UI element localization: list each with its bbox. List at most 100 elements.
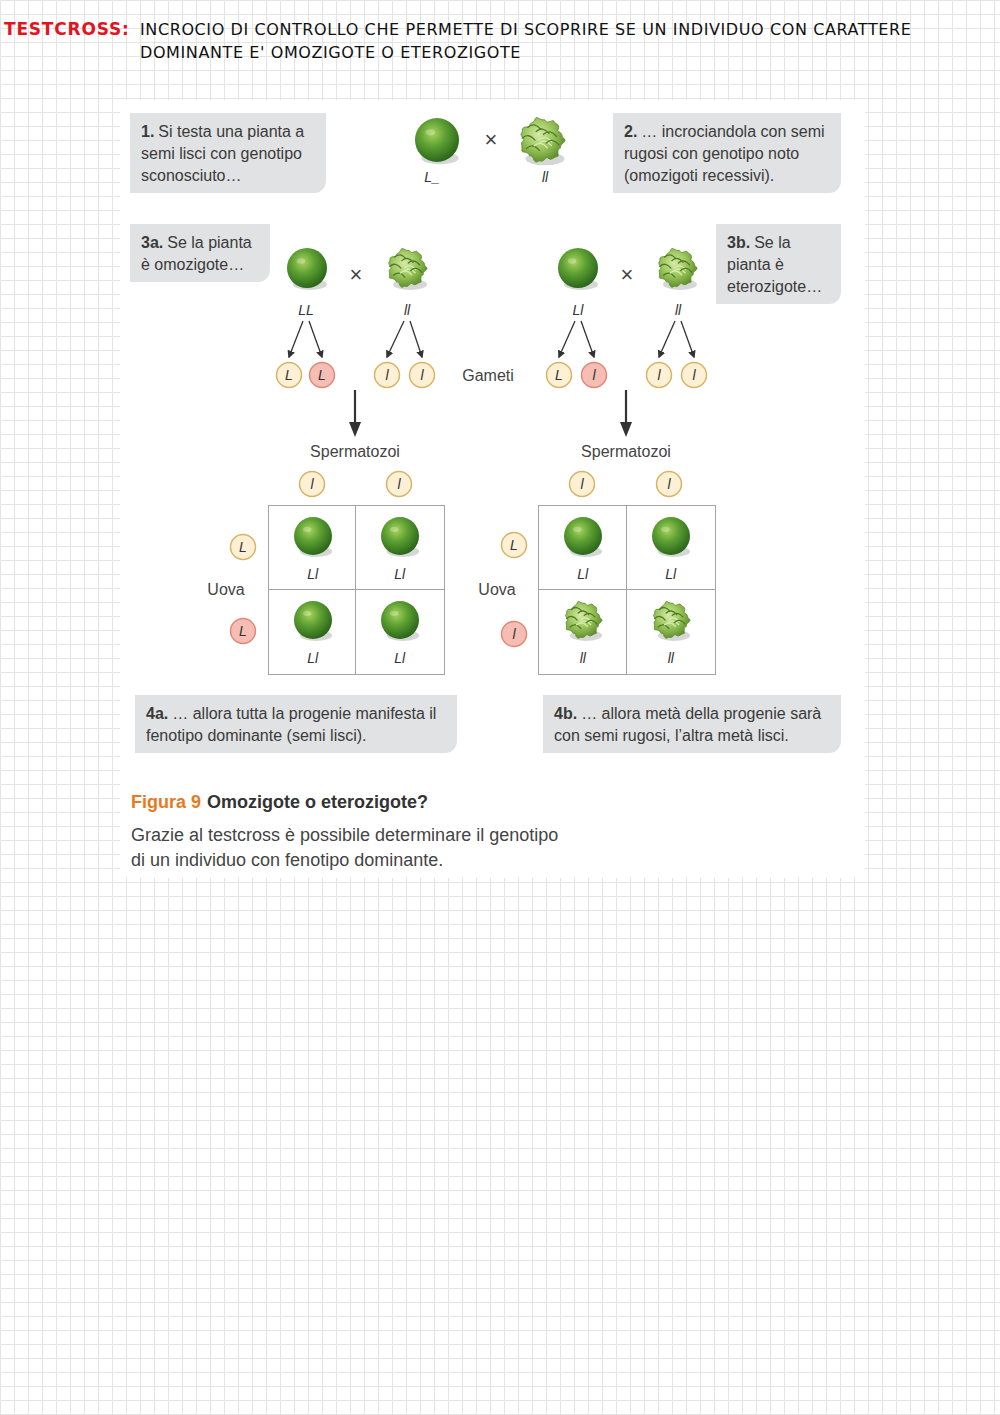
gamete-shape bbox=[657, 472, 682, 497]
pea-highlight bbox=[426, 129, 436, 135]
cell-pea bbox=[287, 512, 339, 562]
pea-wrinkle bbox=[527, 146, 540, 150]
cross-symbol: × bbox=[485, 127, 498, 153]
pea-wrinkle bbox=[546, 140, 559, 144]
pea-wrinkle bbox=[678, 261, 689, 265]
pea-wrinkle bbox=[674, 620, 685, 624]
pea-wrinkle bbox=[395, 255, 406, 259]
callout-number: 4b. bbox=[554, 705, 577, 722]
gamete-circle: l bbox=[385, 470, 413, 498]
genotype-label: L_ bbox=[424, 169, 440, 185]
page-title: TESTCROSS: bbox=[4, 19, 130, 39]
punnett-cell: Ll bbox=[355, 589, 445, 675]
pea bbox=[652, 517, 690, 557]
figure-title: Omozigote o eterozigote? bbox=[207, 792, 428, 813]
gamete-arrow bbox=[289, 321, 303, 357]
allele-label: ll bbox=[668, 650, 674, 666]
pea-wrinkle bbox=[681, 268, 692, 272]
smooth-pea bbox=[381, 517, 419, 555]
pea bbox=[294, 517, 332, 557]
pea-wrinkle bbox=[571, 607, 582, 611]
callout-text: … incrociandola con semi rugosi con geno… bbox=[624, 123, 825, 184]
figure-caption: Grazie al testcross è possibile determin… bbox=[131, 823, 561, 873]
pea bbox=[558, 248, 598, 290]
pea-wrinkle bbox=[522, 136, 535, 140]
allele-label: l bbox=[397, 476, 400, 492]
pea-wrinkle bbox=[566, 616, 577, 620]
gamete-shape bbox=[502, 622, 527, 647]
allele-label: L bbox=[239, 539, 247, 555]
cell-pea bbox=[645, 512, 697, 562]
allele-label: l bbox=[657, 367, 660, 383]
gamete-circle: L bbox=[545, 361, 573, 389]
cross-symbol: × bbox=[350, 262, 363, 288]
callout-box: 3a.Se la pianta è omozigote… bbox=[130, 224, 270, 282]
pea-wrinkle bbox=[584, 613, 595, 617]
gamete-shape bbox=[375, 363, 400, 388]
callout-number: 4a. bbox=[146, 705, 168, 722]
allele-label: Ll bbox=[307, 650, 318, 666]
gamete-arrow bbox=[581, 321, 594, 357]
gamete-shape bbox=[502, 533, 527, 558]
callout-box: 2.… incrociandola con semi rugosi con ge… bbox=[613, 113, 841, 193]
allele-label: l bbox=[667, 476, 670, 492]
gamete-circle: l bbox=[373, 361, 401, 389]
allele-label: l bbox=[420, 367, 423, 383]
pea bbox=[415, 118, 459, 164]
pea-wrinkle bbox=[664, 623, 675, 627]
allele-label: Ll bbox=[394, 650, 405, 666]
callout-box: 3b.Se la pianta è eterozigote… bbox=[716, 224, 841, 304]
pea bbox=[287, 248, 327, 290]
allele-label: Ll bbox=[577, 566, 588, 582]
pea-highlight bbox=[390, 527, 398, 532]
cell-pea bbox=[557, 512, 609, 562]
wrinkled-pea bbox=[521, 118, 565, 163]
smooth-pea bbox=[652, 517, 690, 555]
pea-wrinkle bbox=[665, 255, 676, 259]
pea-wrinkle bbox=[658, 625, 669, 629]
pea bbox=[564, 517, 602, 557]
cross-symbol: × bbox=[621, 262, 634, 288]
pea-wrinkle bbox=[664, 273, 675, 277]
gamete-shape bbox=[300, 472, 325, 497]
down-arrow-head bbox=[620, 422, 632, 437]
gamete-shape bbox=[231, 619, 256, 644]
gamete-arrow bbox=[309, 321, 322, 357]
allele-label: Ll bbox=[307, 566, 318, 582]
down-arrow bbox=[620, 390, 632, 437]
allele-label: Ll bbox=[394, 566, 405, 582]
down-arrow-head bbox=[349, 422, 361, 437]
pea-wrinkle bbox=[394, 273, 405, 277]
pea-wrinkle bbox=[659, 607, 670, 611]
pea-wrinkle bbox=[411, 268, 422, 272]
callout-number: 3a. bbox=[141, 234, 163, 251]
pea-highlight bbox=[303, 527, 311, 532]
definition-note: INCROCIO DI CONTROLLO CHE PERMETTE DI SC… bbox=[140, 18, 940, 64]
figure-ground bbox=[120, 100, 865, 878]
allele-label: l bbox=[592, 367, 595, 383]
pea-wrinkle bbox=[400, 271, 411, 275]
genotype-label: Ll bbox=[573, 302, 584, 318]
gamete-shape bbox=[682, 363, 707, 388]
allele-label: l bbox=[310, 476, 313, 492]
axis-label: Spermatozoi bbox=[581, 443, 671, 461]
gamete-shape bbox=[310, 363, 335, 388]
gamete-circle: l bbox=[580, 361, 608, 389]
callout-number: 2. bbox=[624, 123, 637, 140]
pea-wrinkle bbox=[570, 625, 581, 629]
gamete-circle: l bbox=[408, 361, 436, 389]
allele-label: l bbox=[512, 626, 515, 642]
gamete-circle: L bbox=[229, 617, 257, 645]
callout-text: … allora metà della progenie sarà con se… bbox=[554, 705, 821, 744]
callout-box: 4a.… allora tutta la progenie manifesta … bbox=[135, 695, 457, 753]
cell-pea bbox=[557, 596, 609, 646]
gamete-circle: l bbox=[500, 620, 528, 648]
gamete-circle: L bbox=[500, 531, 528, 559]
gamete-shape bbox=[387, 472, 412, 497]
gamete-circle: l bbox=[298, 470, 326, 498]
down-arrow-shaft bbox=[354, 390, 356, 424]
gamete-arrow bbox=[387, 321, 404, 357]
callout-number: 1. bbox=[141, 123, 154, 140]
punnett-cell: Ll bbox=[268, 589, 358, 675]
